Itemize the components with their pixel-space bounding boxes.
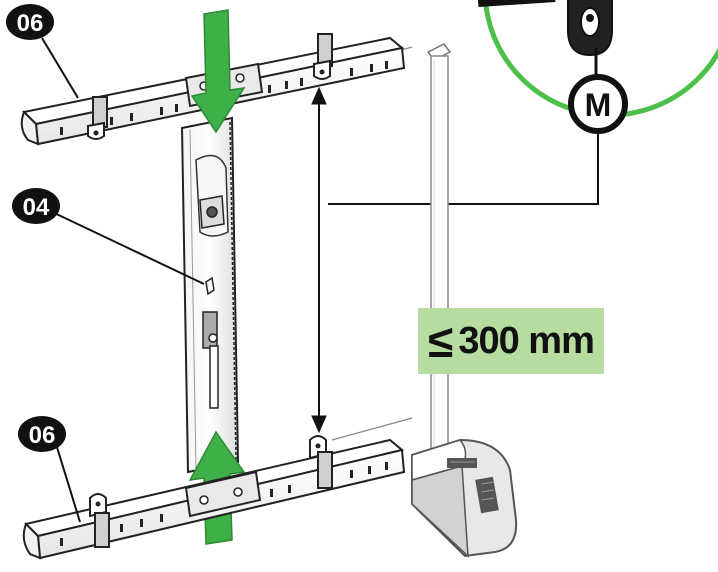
max-distance-label: ≤ 300 mm (418, 308, 604, 374)
detail-callout-m: M (328, 74, 628, 205)
extension-lines (329, 46, 413, 441)
top-green-arrow (190, 9, 246, 134)
max-distance-value: 300 mm (458, 319, 595, 362)
callout-06-bottom: 06 (18, 416, 81, 523)
less-equal-symbol: ≤ (428, 315, 453, 367)
callout-04-label: 04 (23, 194, 50, 221)
bottom-crossbar (22, 435, 406, 560)
top-bar-slots (60, 61, 388, 135)
callout-06-top-label: 06 (17, 10, 44, 37)
detail-callout-label: M (585, 87, 612, 123)
measuring-column (411, 43, 518, 558)
dimension-arrow (311, 86, 327, 434)
callout-06-bottom-label: 06 (29, 422, 56, 449)
center-rail (180, 116, 240, 474)
callout-04: 04 (12, 188, 205, 285)
callout-06-top: 06 (6, 4, 79, 99)
